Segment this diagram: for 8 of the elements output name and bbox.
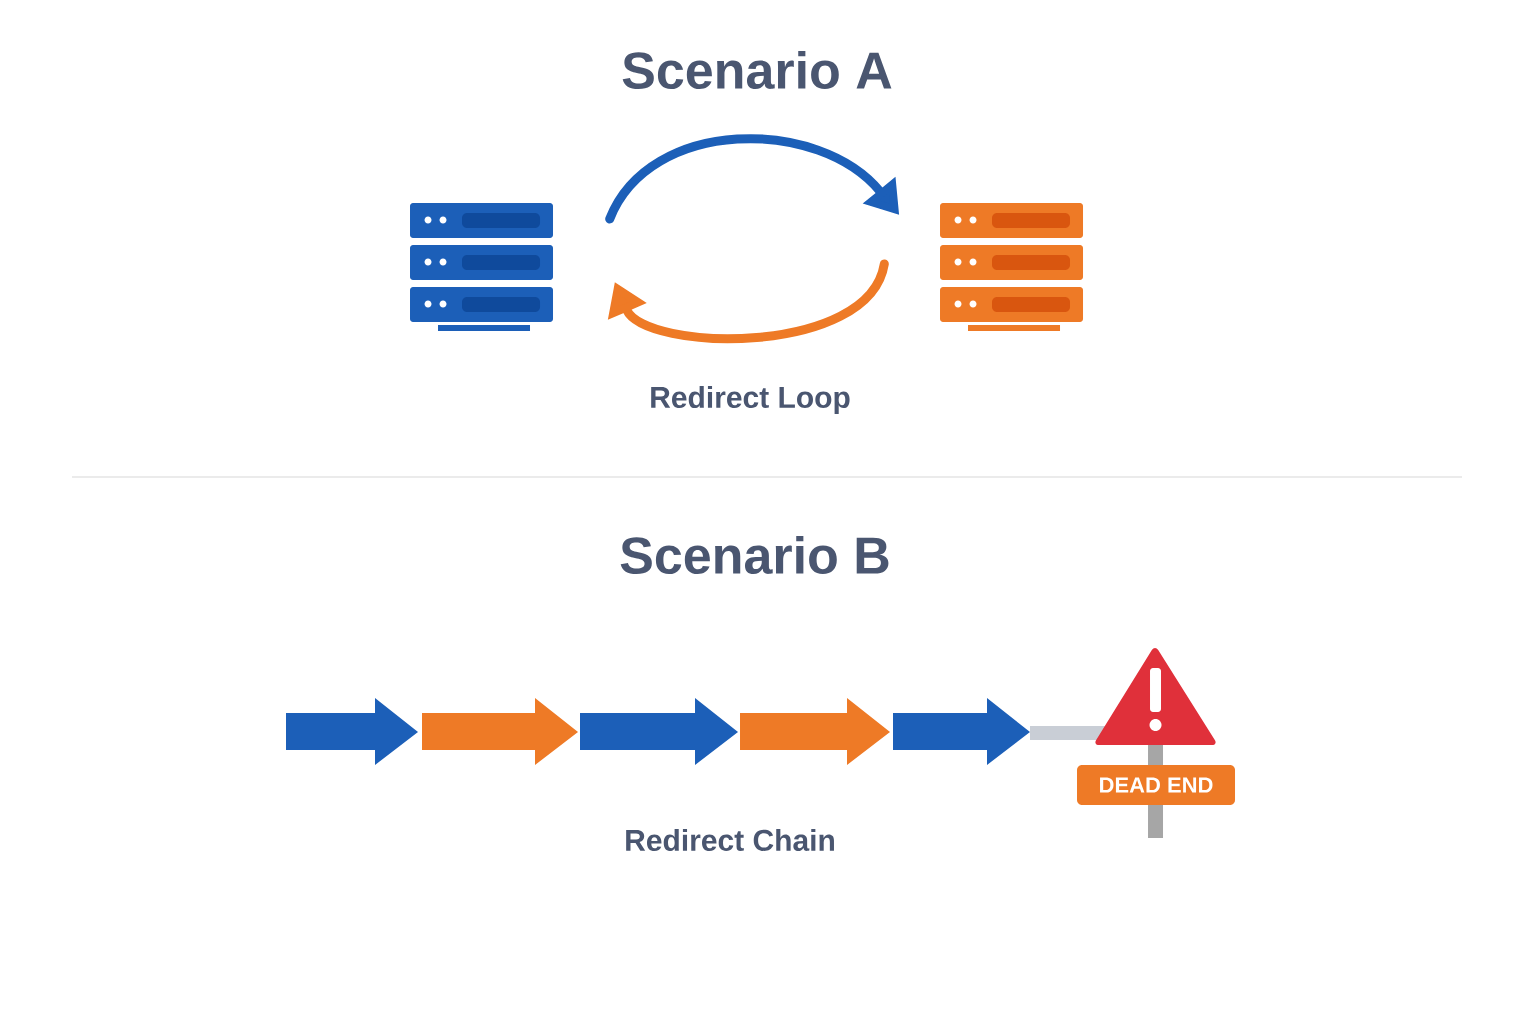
server-icon [940, 203, 1083, 331]
server-icon [410, 203, 553, 331]
heading: Scenario B [620, 535, 889, 575]
heading: Scenario A [622, 50, 892, 90]
sign-label: DEAD END [1077, 765, 1235, 805]
caption: Redirect Chain [626, 829, 834, 851]
caption: Redirect Loop [651, 386, 850, 414]
curved-arrow [607, 259, 889, 344]
